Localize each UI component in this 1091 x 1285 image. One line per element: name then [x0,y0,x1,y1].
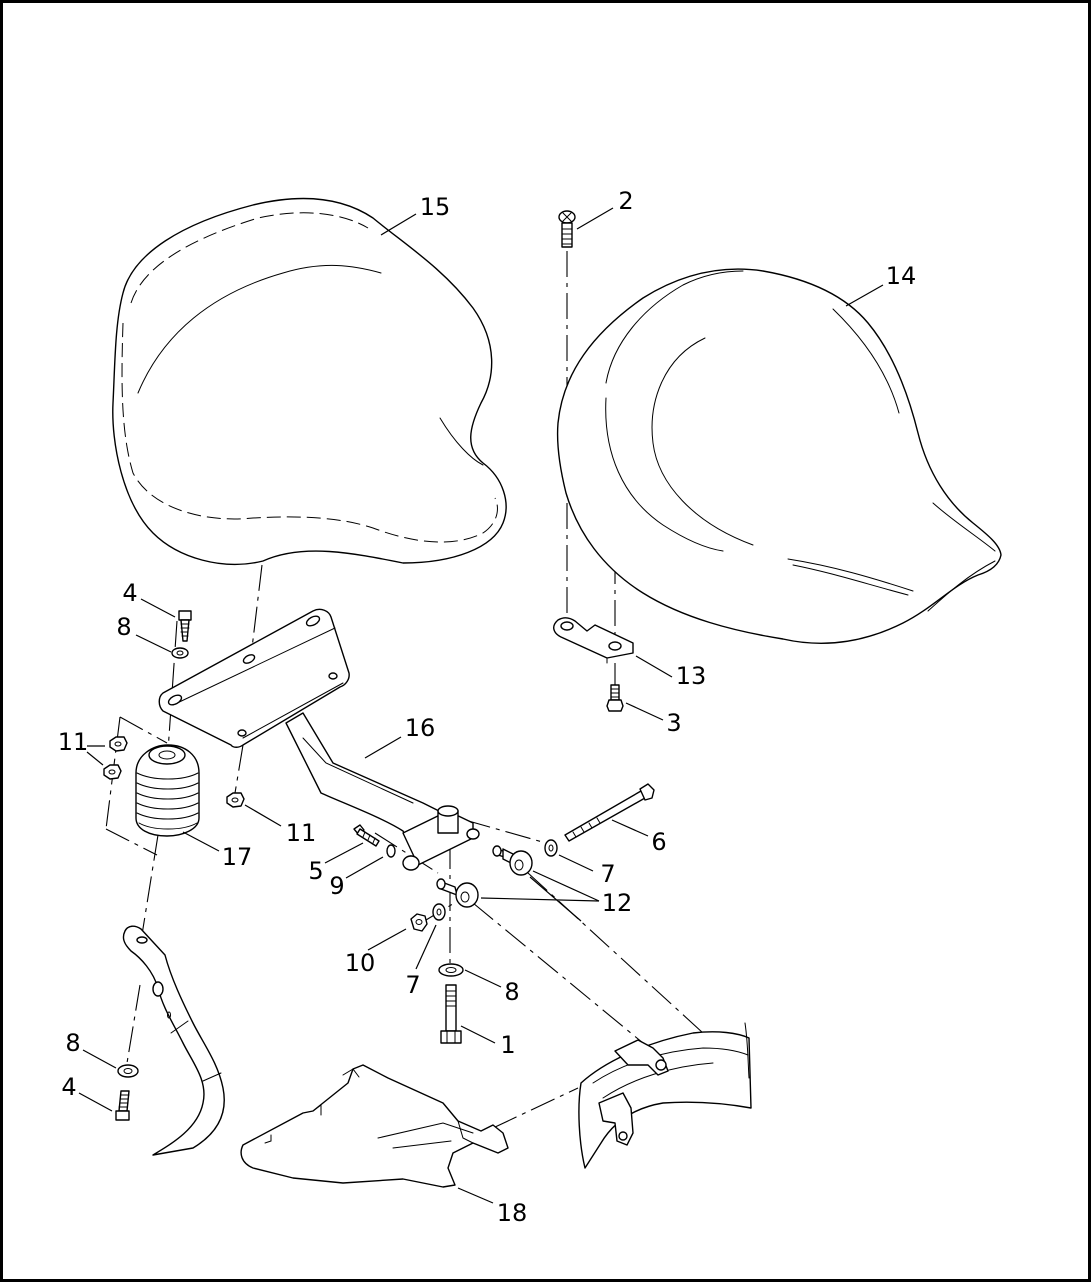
screw-part-5 [353,824,380,847]
callout-15: 15 [420,193,451,221]
callout-5: 5 [308,857,323,885]
callout-17: 17 [222,843,253,871]
callout-11-right: 11 [286,819,317,847]
callout-13: 13 [676,662,707,690]
assembly-lines [105,251,704,1129]
washer-part-7-upper [544,839,558,857]
callout-labels: 15 2 14 4 8 13 3 16 11 11 17 6 5 7 9 12 … [58,187,917,1227]
spring-part-17 [135,744,200,837]
callout-12: 12 [602,889,633,917]
rod-end-part-12-lower [436,878,479,908]
mount-bracket-part-16 [158,608,480,871]
rear-fender-section [578,1022,752,1169]
screw-part-2 [558,210,576,248]
leader-lines [78,207,884,1204]
callout-8-middle: 8 [504,978,519,1006]
washer-part-7-lower [432,903,446,921]
callout-6: 6 [651,828,666,856]
callout-10: 10 [345,949,376,977]
callout-8-upper: 8 [116,613,131,641]
nut-part-11-lower [226,792,245,808]
nut-part-10 [410,913,428,932]
washer-part-8-middle [438,963,464,977]
callout-14: 14 [886,262,917,290]
bolt-part-3 [606,684,624,712]
callout-2: 2 [618,187,633,215]
long-bolt-part-6 [564,783,655,842]
nut-part-11-middle [103,764,122,780]
nut-part-11-upper [109,736,128,752]
bracket-part-13 [553,617,634,664]
frame-bracket-lower-left [122,925,225,1156]
washer-part-9 [386,844,396,858]
callout-18: 18 [497,1199,528,1227]
bolt-part-1 [440,984,462,1044]
washer-part-8-lower [117,1064,139,1078]
rod-end-part-12-upper [492,845,533,876]
callout-7-upper: 7 [600,860,615,888]
callout-7-lower: 7 [405,971,420,999]
callout-8-lower: 8 [65,1029,80,1057]
callout-11-left: 11 [58,728,89,756]
callout-4-upper: 4 [122,579,137,607]
bolt-part-4-upper [178,610,192,642]
pillion-seat-part-15 [112,197,507,566]
washer-part-8-upper [171,647,189,659]
callout-9: 9 [329,872,344,900]
diagram-canvas: 15 2 14 4 8 13 3 16 11 11 17 6 5 7 9 12 … [58,187,1002,1227]
fender-bracket-part-18 [240,1064,509,1188]
callout-4-lower: 4 [61,1073,76,1101]
callout-1: 1 [500,1031,515,1059]
callout-16: 16 [405,714,436,742]
callout-3: 3 [666,709,681,737]
solo-seat-part-14 [556,268,1002,644]
bolt-part-4-lower [115,1090,130,1121]
